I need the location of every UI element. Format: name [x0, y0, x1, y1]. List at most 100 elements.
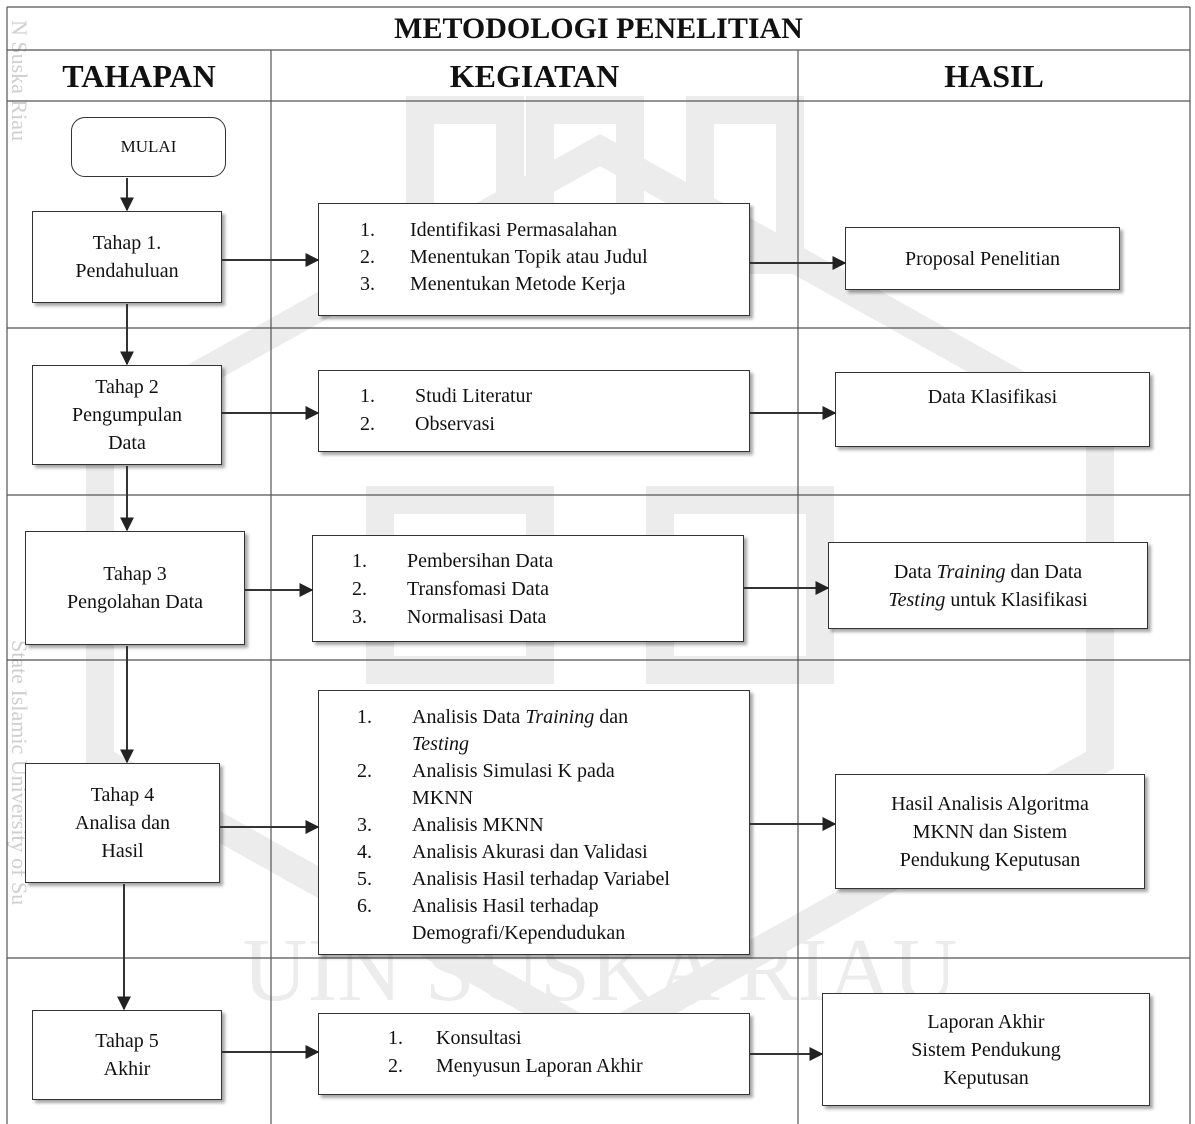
activity-text: Normalisasi Data — [352, 603, 732, 631]
text-line: Studi Literatur — [415, 382, 740, 410]
italic-text: Training — [936, 560, 1006, 583]
text-line: Data Klasifikasi — [928, 383, 1057, 411]
activity-number: 1. — [360, 219, 375, 241]
activity-text: Pembersihan Data — [352, 547, 732, 575]
text-line: Demografi/Kependudukan — [412, 920, 742, 947]
text-segment: untuk Klasifikasi — [945, 588, 1088, 611]
activity-number: 1. — [360, 385, 375, 407]
stage-label-line: Akhir — [103, 1058, 151, 1080]
text-segment: Menyusun Laporan Akhir — [436, 1055, 643, 1077]
text-line: Data Training dan Data — [894, 558, 1082, 586]
text-segment: Analisis Akurasi dan Validasi — [412, 841, 648, 863]
text-line: Analisis Hasil terhadap Variabel — [412, 866, 742, 893]
activity-text: Analisis Akurasi dan Validasi — [357, 839, 742, 866]
text-segment: MKNN — [412, 787, 474, 809]
text-line: Transfomasi Data — [407, 575, 732, 603]
activity-item: 3. Analisis MKNN — [357, 812, 742, 839]
italic-text: Training — [525, 706, 595, 728]
activity-box — [318, 1013, 750, 1095]
activity-item: 2.Observasi — [360, 410, 740, 438]
activity-number: 3. — [360, 273, 375, 295]
activity-number: 1. — [357, 706, 372, 728]
activity-text: Studi Literatur — [360, 382, 740, 410]
activity-item: 1. Identifikasi Permasalahan — [360, 217, 740, 244]
stage-label-line: Data — [108, 432, 146, 454]
text-line: Testing — [412, 731, 742, 758]
activity-number: 2. — [388, 1055, 403, 1077]
activity-item: 1.Pembersihan Data — [352, 547, 732, 575]
activity-text: Identifikasi Permasalahan — [360, 217, 740, 244]
text-line: Analisis Hasil terhadap — [412, 893, 742, 920]
text-segment: Analisis Simulasi K pada — [412, 760, 615, 782]
activity-number: 3. — [357, 814, 372, 836]
text-segment: Analisis Hasil terhadap Variabel — [412, 868, 670, 890]
result-box: Proposal Penelitian — [845, 227, 1120, 290]
text-segment: Demografi/Kependudukan — [412, 922, 626, 944]
text-line: Normalisasi Data — [407, 603, 732, 631]
activity-item: 4. Analisis Akurasi dan Validasi — [357, 839, 742, 866]
column-header-kegiatan: KEGIATAN — [449, 58, 620, 94]
italic-text: Testing — [888, 588, 946, 611]
activity-text: Analisis Hasil terhadap Variabel — [357, 866, 742, 893]
stage-box: Tahap 1.Pendahuluan — [32, 211, 222, 303]
text-line: Analisis MKNN — [412, 812, 742, 839]
stage-label-line: Tahap 1. — [92, 232, 162, 254]
text-line: Analisis Akurasi dan Validasi — [412, 839, 742, 866]
text-segment: Observasi — [415, 413, 495, 435]
activity-number: 2. — [352, 578, 367, 600]
stage-label-line: Hasil — [101, 840, 144, 862]
watermark-side-text-top: N Suska Riau — [7, 20, 32, 141]
activity-text: Observasi — [360, 410, 740, 438]
text-segment: Analisis MKNN — [412, 814, 544, 836]
column-header-tahapan: TAHAPAN — [62, 58, 216, 94]
text-segment: Menentukan Metode Kerja — [410, 273, 626, 295]
activity-list: 1. Konsultasi 2. Menyusun Laporan Akhir — [388, 1024, 743, 1080]
text-segment: Analisis Hasil terhadap — [412, 895, 599, 917]
text-line: Testing untuk Klasifikasi — [888, 586, 1087, 614]
text-segment: Menentukan Topik atau Judul — [410, 246, 648, 268]
activity-number: 2. — [357, 760, 372, 782]
text-segment: Proposal Penelitian — [905, 247, 1060, 270]
stage-label-line: Tahap 5 — [95, 1030, 159, 1052]
activity-text: Menentukan Metode Kerja — [360, 271, 740, 298]
text-segment: dan Data — [1005, 560, 1083, 583]
activity-item: 1. Konsultasi — [388, 1024, 743, 1052]
activity-number: 3. — [352, 606, 367, 628]
text-line: Proposal Penelitian — [905, 245, 1060, 273]
text-segment: Studi Literatur — [415, 385, 533, 407]
text-segment: Identifikasi Permasalahan — [410, 219, 618, 241]
text-segment: Laporan Akhir — [927, 1010, 1045, 1033]
text-segment: dan — [594, 706, 629, 728]
text-line: Sistem Pendukung — [911, 1036, 1060, 1064]
stage-label-line: Tahap 2 — [95, 376, 159, 398]
text-line: Observasi — [415, 410, 740, 438]
activity-number: 5. — [357, 868, 372, 890]
activity-box — [318, 690, 750, 955]
stage-label-line: Tahap 4 — [90, 784, 155, 806]
text-line: Konsultasi — [436, 1024, 743, 1052]
activity-number: 1. — [388, 1027, 403, 1049]
activity-list: 1. Studi Literatur 2.Observasi — [360, 382, 740, 438]
activity-number: 6. — [357, 895, 372, 917]
text-segment: Normalisasi Data — [407, 606, 547, 628]
text-segment: Data — [893, 560, 937, 583]
start-node: MULAI — [71, 117, 226, 177]
activity-number: 4. — [357, 841, 372, 863]
activity-number: 1. — [352, 550, 367, 572]
italic-text: Testing — [412, 733, 470, 755]
text-segment: Analisis Data — [412, 706, 526, 728]
text-segment: Pendukung Keputusan — [899, 848, 1081, 871]
stage-label-line: Pengolahan Data — [66, 591, 204, 613]
